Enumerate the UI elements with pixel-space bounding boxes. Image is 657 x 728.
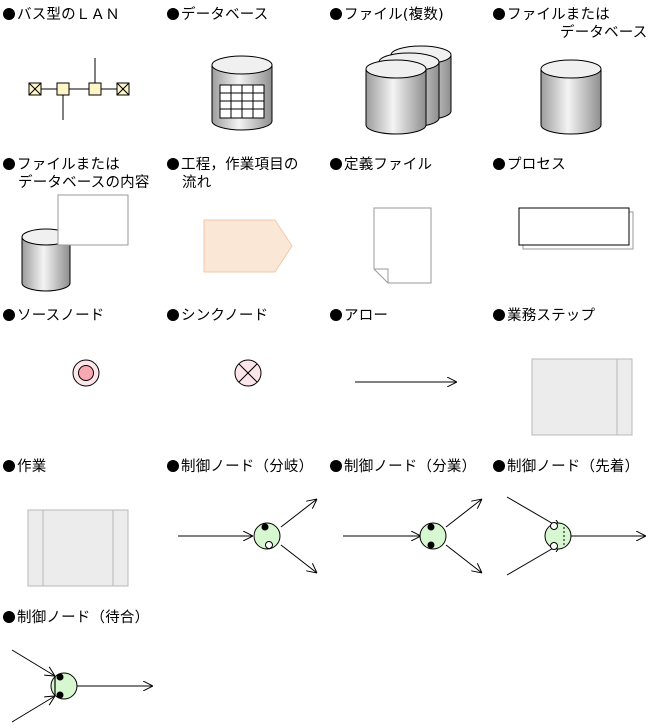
- legend-label: 業務ステップ: [493, 308, 595, 325]
- legend-label-text: データベース: [181, 7, 269, 23]
- legend-label-text: ファイルまたは: [17, 157, 120, 173]
- legend-cell-bus-lan: バス型のＬＡＮ: [3, 7, 163, 127]
- cylinder-icon: [540, 59, 602, 135]
- bullet-icon: [3, 611, 15, 623]
- bullet-icon: [330, 460, 342, 472]
- legend-label: ソースノード: [3, 308, 104, 325]
- legend-cell-control-join: 制御ノード（待合）: [3, 610, 167, 728]
- bullet-icon: [3, 460, 15, 472]
- legend-label: 制御ノード（分岐）: [167, 459, 313, 476]
- legend-label-text: 業務ステップ: [507, 308, 596, 324]
- legend-cell-source-node: ソースノード: [3, 308, 167, 448]
- legend-cell-sink-node: シンクノード: [167, 308, 331, 448]
- legend-cell-work: 作業: [3, 459, 167, 599]
- file-contents-icon: [21, 194, 129, 292]
- flow-pentagon-icon: [203, 219, 293, 273]
- bullet-icon: [167, 158, 179, 170]
- legend-label-line2: データベース: [560, 25, 648, 41]
- legend-cell-control-branch: 制御ノード（分岐）: [167, 459, 331, 599]
- legend-label: シンクノード: [167, 308, 268, 325]
- legend-label-line2: データベースの内容: [18, 175, 150, 191]
- bus-lan-icon: [28, 58, 130, 120]
- control-branch-icon: [178, 487, 327, 582]
- bullet-icon: [493, 309, 505, 321]
- bullet-icon: [330, 309, 342, 321]
- bullet-icon: [493, 8, 505, 20]
- legend-label: 作業: [3, 459, 46, 476]
- legend-cell-control-split: 制御ノード（分業）: [330, 459, 494, 599]
- files-multiple-icon: [365, 45, 452, 135]
- business-step-icon: [531, 358, 633, 436]
- legend-label: バス型のＬＡＮ: [3, 7, 120, 24]
- work-icon: [27, 509, 129, 587]
- legend-cell-database: データベース: [167, 7, 327, 131]
- document-icon: [373, 207, 432, 284]
- control-join-icon: [11, 649, 153, 723]
- bullet-icon: [3, 158, 15, 170]
- sink-node-icon: [234, 359, 262, 387]
- process-box-icon: [518, 207, 634, 250]
- legend-label-text: 工程，作業項目の: [181, 157, 299, 173]
- source-node-icon: [72, 359, 100, 387]
- legend-label-text: 作業: [17, 459, 47, 475]
- legend-label: 定義ファイル: [330, 157, 432, 174]
- legend-label-text: シンクノード: [181, 308, 269, 324]
- legend-label-text: ソースノード: [17, 308, 105, 324]
- legend-label-text: プロセス: [507, 157, 566, 173]
- legend-label: データベース: [167, 7, 268, 24]
- legend-label: 工程，作業項目の: [167, 157, 299, 174]
- legend-label: ファイルまたは: [3, 157, 120, 174]
- legend-label-text: ファイルまたは: [507, 7, 610, 23]
- bullet-icon: [330, 158, 342, 170]
- bullet-icon: [493, 158, 505, 170]
- arrow-icon: [355, 374, 457, 390]
- legend-label: 制御ノード（先着）: [493, 459, 639, 476]
- legend-cell-files-multiple: ファイル(複数): [330, 7, 490, 135]
- legend-label: ファイルまたは: [493, 7, 610, 24]
- legend-label-text: アロー: [344, 308, 389, 324]
- control-split-icon: [343, 487, 492, 582]
- legend-label-text: 制御ノード（待合）: [17, 610, 150, 626]
- bullet-icon: [330, 8, 342, 20]
- bullet-icon: [493, 460, 505, 472]
- bullet-icon: [3, 8, 15, 20]
- legend-label-text: ファイル(複数): [344, 7, 444, 23]
- bullet-icon: [167, 8, 179, 20]
- legend-label-line2: 流れ: [182, 175, 212, 191]
- database-icon: [211, 55, 273, 131]
- legend-label: ファイル(複数): [330, 7, 444, 24]
- legend-label-text: バス型のＬＡＮ: [17, 7, 120, 23]
- bullet-icon: [167, 309, 179, 321]
- legend-label-text: 制御ノード（分業）: [344, 459, 477, 475]
- legend-label-text: 制御ノード（分岐）: [181, 459, 314, 475]
- legend-cell-file-or-db: ファイルまたは データベース: [493, 7, 657, 135]
- legend-label: 制御ノード（分業）: [330, 459, 476, 476]
- legend-cell-process: プロセス: [493, 157, 657, 297]
- legend-label: 制御ノード（待合）: [3, 610, 149, 627]
- lan-terminal-icon: [28, 82, 42, 96]
- legend-cell-business-step: 業務ステップ: [493, 308, 657, 448]
- legend-label-text: 制御ノード（先着）: [507, 459, 640, 475]
- legend-label: アロー: [330, 308, 388, 325]
- legend-cell-file-db-contents: ファイルまたは データベースの内容: [3, 157, 167, 297]
- control-first-icon: [506, 496, 646, 576]
- legend-cell-definition-file: 定義ファイル: [330, 157, 490, 297]
- legend-cell-process-flow: 工程，作業項目の 流れ: [167, 157, 331, 297]
- legend-label: プロセス: [493, 157, 566, 174]
- legend-cell-control-first: 制御ノード（先着）: [493, 459, 657, 599]
- legend-cell-arrow: アロー: [330, 308, 490, 448]
- bullet-icon: [167, 460, 179, 472]
- legend-label-text: 定義ファイル: [344, 157, 433, 173]
- bullet-icon: [3, 309, 15, 321]
